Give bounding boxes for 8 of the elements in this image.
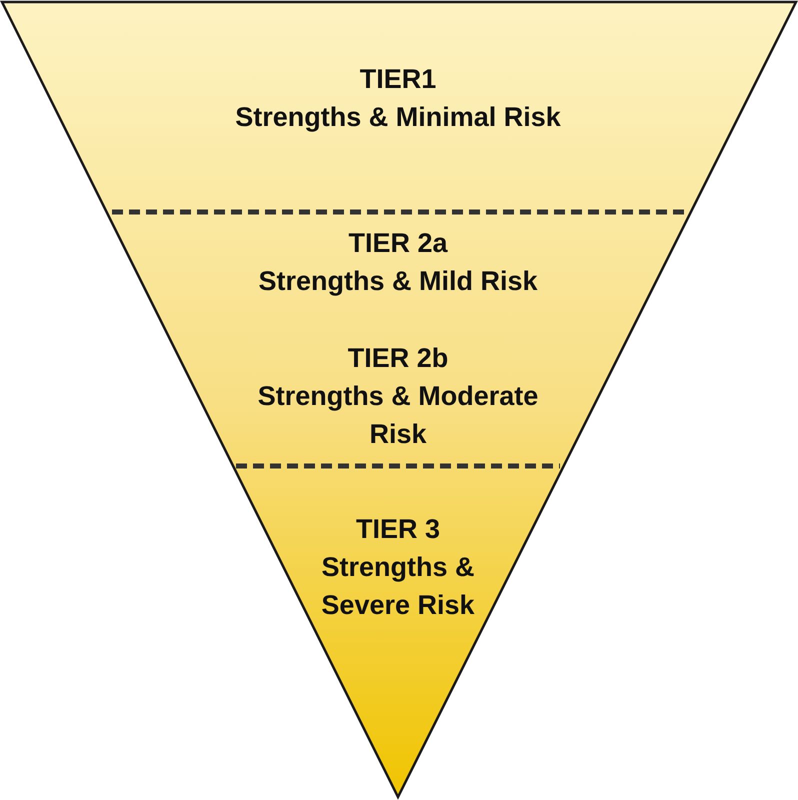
tier-description: Strengths & Minimal Risk [234, 101, 562, 134]
tier-description: Strengths & Severe Risk [320, 551, 476, 622]
tier-description: Strengths & Moderate Risk [256, 380, 540, 451]
tier-heading: TIER 2a [347, 227, 449, 260]
tier-description: Strengths & Mild Risk [257, 265, 538, 298]
tier-heading: TIER 3 [354, 513, 441, 546]
tier-heading: TIER 2b [346, 342, 450, 375]
tier-heading: TIER1 [358, 63, 438, 96]
